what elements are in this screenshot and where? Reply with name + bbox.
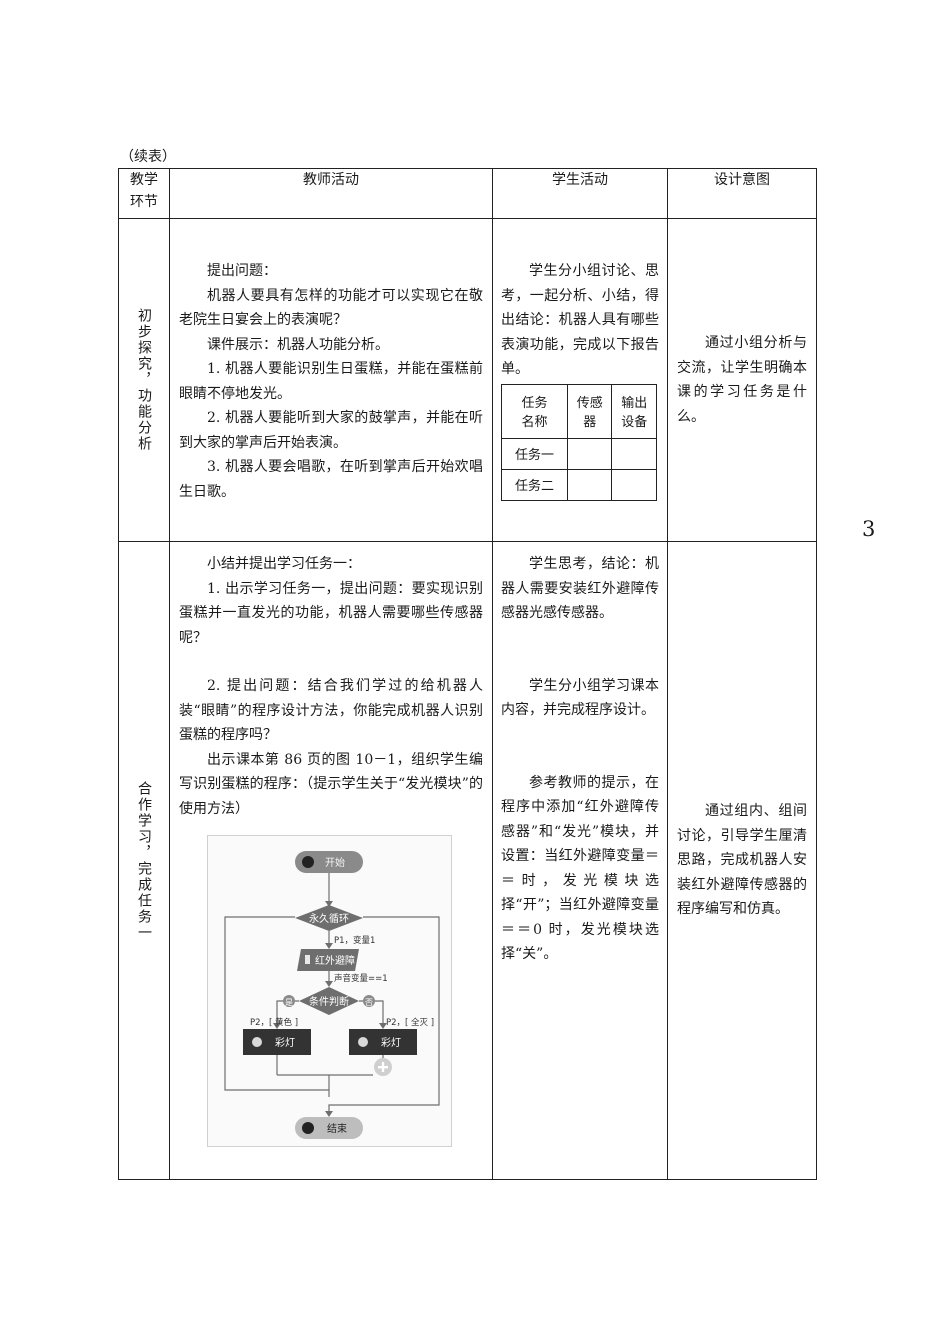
report-header-output: 输出设备 [611,383,657,439]
teacher-para: 机器人要具有怎样的功能才可以实现它在敬老院生日宴会上的表演呢？ [179,287,483,329]
stage-label: 初步探究，功能分析 [136,308,152,452]
report-row-label: 任务一 [501,437,568,470]
teacher-para: 小结并提出学习任务一： [207,556,361,572]
lamp-node-right: 彩灯 [349,1029,417,1055]
stage-cell-2: 合作学习，完成任务一 [118,541,170,1180]
report-cell [611,468,657,501]
report-header-sensor: 传感器 [566,383,613,439]
report-cell [566,468,613,501]
lesson-table: 教学环节 教师活动 学生活动 设计意图 初步探究，功能分析 提出问题： 机器人要… [118,168,817,1180]
no-label: 否 [365,998,373,1007]
student-para: 学生分小组讨论、思考，一起分析、小结，得出结论：机器人具有哪些表演功能，完成以下… [501,263,659,377]
header-design: 设计意图 [667,168,817,219]
design-cell-2: 通过组内、组间讨论，引导学生厘清思路，完成机器人安装红外避障传感器的程序编写和仿… [667,541,817,1180]
design-text: 通过小组分析与交流，让学生明确本课的学习任务是什么。 [677,335,807,425]
yes-marker [283,995,295,1007]
page-number: 3 [862,517,876,541]
right-param: P2，[ 全灭 ] [386,1017,434,1028]
report-row-label: 任务二 [501,468,568,501]
no-marker [363,995,375,1007]
teacher-para: 提出问题： [207,263,277,279]
loop-node: 永久循环 [295,905,363,931]
report-cell [611,437,657,470]
report-cell [566,437,613,470]
teacher-para: 3. 机器人要会唱歌，在听到掌声后开始欢唱生日歌。 [179,459,483,500]
svg-text:红外避障: 红外避障 [315,954,355,967]
report-table: 任务名称 传感器 输出设备 任务一 任务二 [501,383,657,501]
plus-icon [374,1058,392,1076]
teacher-cell-1: 提出问题： 机器人要具有怎样的功能才可以实现它在敬老院生日宴会上的表演呢？ 课件… [169,218,493,542]
student-cell-1: 学生分小组讨论、思考，一起分析、小结，得出结论：机器人具有哪些表演功能，完成以下… [492,218,668,542]
teacher-para: 出示课本第 86 页的图 10－1，组织学生编写识别蛋糕的程序：（提示学生关于“… [179,751,483,817]
stage-label: 合作学习，完成任务一 [136,780,152,941]
condition-label: 声音变量==1 [334,973,388,984]
teacher-cell-2: 小结并提出学习任务一： 1. 出示学习任务一，提出问题：要实现识别蛋糕并一直发光… [169,541,493,1180]
lamp-node-left: 彩灯 [243,1029,311,1055]
teacher-para: 1. 机器人要能识别生日蛋糕，并能在蛋糕前眼睛不停地发光。 [179,361,483,402]
svg-text:结束: 结束 [327,1122,347,1135]
ir-sensor-node: 红外避障 [297,949,359,971]
header-row: 教学环节 教师活动 学生活动 设计意图 [118,168,817,219]
report-header-task: 任务名称 [501,383,568,439]
flowchart-arrows [273,901,387,1117]
start-node: 开始 [295,851,363,873]
section-row-2: 合作学习，完成任务一 小结并提出学习任务一： 1. 出示学习任务一，提出问题：要… [118,541,817,1180]
p1-label: P1，变量1 [334,935,375,946]
teacher-para: 课件展示：机器人功能分析。 [207,336,389,353]
student-para: 学生思考，结论：机器人需要安装红外避障传感器光感传感器。 [501,556,659,621]
yes-label: 是 [285,998,293,1007]
section-row-1: 初步探究，功能分析 提出问题： 机器人要具有怎样的功能才可以实现它在敬老院生日宴… [118,218,817,542]
branch-node: 条件判断 [299,987,359,1015]
teacher-para: 1. 出示学习任务一，提出问题：要实现识别蛋糕并一直发光的功能，机器人需要哪些传… [179,580,483,646]
teacher-para: 2. 提出问题：结合我们学过的给机器人装“眼睛”的程序设计方法，你能完成机器人识… [179,678,483,743]
header-teacher: 教师活动 [169,168,493,219]
flowchart-figure: 开始 永久循环 P1，变量1 红外避障 声音变量==1 条件判断 [207,835,452,1147]
left-param: P2，[ 黄色 ] [250,1017,298,1028]
svg-text:彩灯: 彩灯 [275,1037,295,1049]
svg-text:彩灯: 彩灯 [381,1037,401,1049]
student-para: 参考教师的提示，在程序中添加“红外避障传感器”和“发光”模块，并设置：当红外避障… [501,774,659,963]
teacher-para: 2. 机器人要能听到大家的鼓掌声，并能在听到大家的掌声后开始表演。 [179,410,483,451]
svg-text:开始: 开始 [325,856,345,869]
svg-text:条件判断: 条件判断 [309,995,349,1008]
student-para: 学生分小组学习课本内容，并完成程序设计。 [501,677,659,719]
svg-text:永久循环: 永久循环 [309,912,349,925]
continuation-label: （续表） [120,149,176,165]
end-node: 结束 [295,1117,363,1139]
header-stage: 教学环节 [118,168,170,219]
student-cell-2: 学生思考，结论：机器人需要安装红外避障传感器光感传感器。 学生分小组学习课本内容… [492,541,668,1180]
header-student: 学生活动 [492,168,668,219]
design-cell-1: 通过小组分析与交流，让学生明确本课的学习任务是什么。 [667,218,817,542]
design-text: 通过组内、组间讨论，引导学生厘清思路，完成机器人安装红外避障传感器的程序编写和仿… [677,803,807,918]
stage-cell-1: 初步探究，功能分析 [118,218,170,542]
